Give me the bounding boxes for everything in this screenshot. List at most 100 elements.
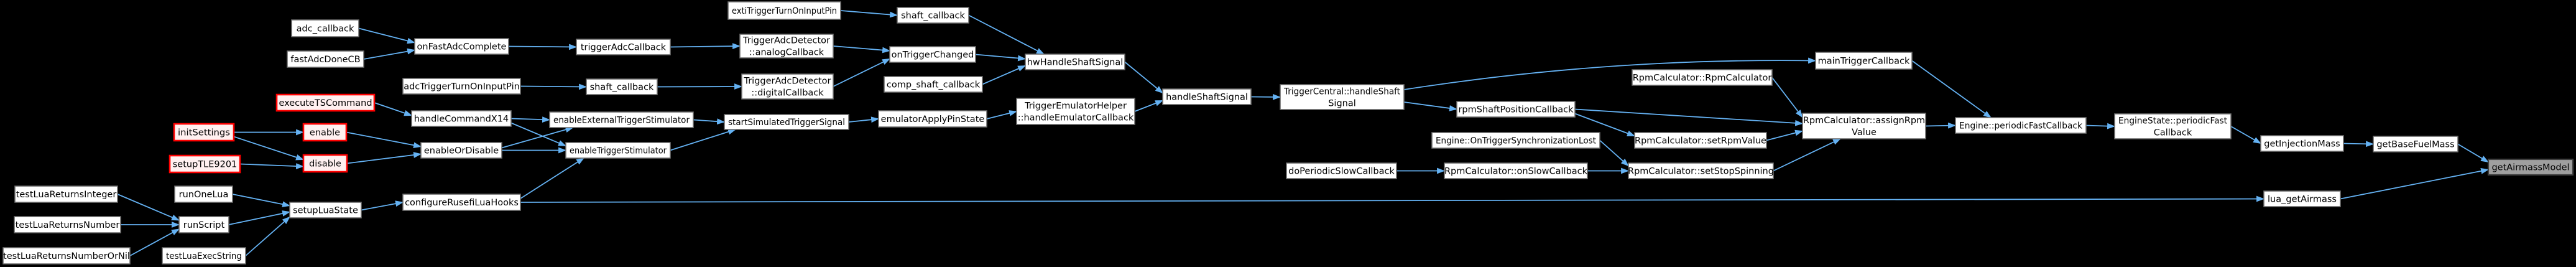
node-box-periodicFastCallback bbox=[1955, 117, 2087, 134]
node-box-digitalCallback bbox=[741, 73, 834, 100]
node-enableExternalTriggerStimulator[interactable]: enableExternalTriggerStimulator bbox=[549, 111, 694, 128]
node-onFastAdcComplete[interactable]: onFastAdcComplete bbox=[414, 38, 509, 55]
node-testLuaReturnsInteger[interactable]: testLuaReturnsInteger bbox=[14, 185, 118, 203]
node-analogCallback[interactable]: TriggerAdcDetector::analogCallback bbox=[739, 34, 834, 59]
node-periodicFastCallback[interactable]: Engine::periodicFastCallback bbox=[1955, 117, 2087, 134]
node-box-testLuaExecString bbox=[162, 247, 246, 265]
edge-setStopSpinning-to-assignRpmValue bbox=[1773, 138, 1841, 172]
node-fastAdcDoneCB[interactable]: fastAdcDoneCB bbox=[287, 50, 364, 68]
node-setRpmValue[interactable]: RpmCalculator::setRpmValue bbox=[1634, 132, 1767, 149]
node-box-adc_callback bbox=[291, 19, 359, 37]
node-box-comp_shaft_callback bbox=[884, 76, 983, 93]
node-box-handleShaftSignal bbox=[1162, 88, 1252, 105]
node-testLuaExecString[interactable]: testLuaExecString bbox=[162, 247, 246, 265]
node-setupTLE9201[interactable]: setupTLE9201 bbox=[169, 154, 241, 174]
node-testLuaReturnsNumberOrNil[interactable]: testLuaReturnsNumberOrNil bbox=[2, 247, 131, 265]
edge-testLuaReturnsNumberOrNil-to-runScript bbox=[129, 228, 180, 256]
node-testLuaReturnsNumber[interactable]: testLuaReturnsNumber bbox=[14, 216, 121, 233]
node-adc_callback[interactable]: adc_callback bbox=[291, 19, 359, 37]
edge-mainTriggerCallback-to-periodicFastCallback bbox=[1911, 60, 1992, 118]
node-box-mainTriggerCallback bbox=[1815, 52, 1913, 70]
node-box-rpmShaftPositionCallback bbox=[1456, 101, 1576, 118]
edge-adc_callback-to-onFastAdcComplete bbox=[358, 27, 416, 44]
node-box-setRpmValue bbox=[1634, 132, 1767, 149]
node-box-assignRpmValue bbox=[1802, 113, 1926, 139]
node-runOneLua[interactable]: runOneLua bbox=[174, 185, 233, 203]
node-box-testLuaReturnsNumber bbox=[14, 216, 121, 233]
edge-executeTSCommand-to-handleCommandX14 bbox=[374, 102, 413, 116]
edge-shaft_callback_1-to-hwHandleShaftSignal bbox=[968, 14, 1045, 55]
node-box-enableOrDisable bbox=[420, 142, 502, 159]
node-emulatorApplyPinState[interactable]: emulatorApplyPinState bbox=[878, 110, 987, 128]
edge-RpmCalculatorCtor-to-assignRpmValue bbox=[1771, 77, 1803, 118]
node-enableTriggerStimulator[interactable]: enableTriggerStimulator bbox=[565, 142, 671, 159]
node-startSimulatedTriggerSignal[interactable]: startSimulatedTriggerSignal bbox=[724, 114, 849, 130]
node-shaft_callback_2[interactable]: shaft_callback bbox=[586, 78, 658, 95]
node-comp_shaft_callback[interactable]: comp_shaft_callback bbox=[884, 76, 983, 93]
node-handleCommandX14[interactable]: handleCommandX14 bbox=[411, 110, 512, 127]
node-box-configureRusefiLuaHooks bbox=[402, 194, 521, 211]
node-box-testLuaReturnsNumberOrNil bbox=[2, 247, 131, 265]
node-OnTriggerSynchronizationLost[interactable]: Engine::OnTriggerSynchronizationLost bbox=[1431, 132, 1600, 149]
node-enable[interactable]: enable bbox=[302, 123, 348, 142]
edge-comp_shaft_callback-to-hwHandleShaftSignal bbox=[982, 65, 1026, 85]
edge-handleShaftSignal-to-TriggerCentral bbox=[1250, 93, 1281, 100]
edge-enable-to-enableOrDisable bbox=[346, 131, 422, 149]
node-doPeriodicSlowCallback[interactable]: doPeriodicSlowCallback bbox=[1286, 162, 1397, 179]
edge-OnTriggerSynchronizationLost-to-setStopSpinning bbox=[1599, 139, 1629, 167]
node-disable[interactable]: disable bbox=[302, 154, 348, 173]
edge-onTriggerChanged-to-hwHandleShaftSignal bbox=[975, 54, 1027, 62]
node-shaft_callback_1[interactable]: shaft_callback bbox=[897, 7, 969, 24]
edge-hwHandleShaftSignal-to-handleShaftSignal bbox=[1124, 61, 1163, 94]
node-lua_getAirmass[interactable]: lua_getAirmass bbox=[2263, 190, 2341, 207]
node-mainTriggerCallback[interactable]: mainTriggerCallback bbox=[1815, 52, 1913, 70]
node-TriggerEmulatorHelper[interactable]: TriggerEmulatorHelper::handleEmulatorCal… bbox=[1016, 98, 1135, 125]
node-box-emulatorApplyPinState bbox=[878, 110, 987, 128]
node-box-OnTriggerSynchronizationLost bbox=[1431, 132, 1600, 149]
edge-getBaseFuelMass-to-getAirmassModel bbox=[2457, 143, 2489, 163]
node-box-setupTLE9201 bbox=[169, 154, 241, 174]
edge-testLuaReturnsInteger-to-runScript bbox=[117, 194, 180, 221]
node-box-doPeriodicSlowCallback bbox=[1286, 162, 1397, 179]
node-enableOrDisable[interactable]: enableOrDisable bbox=[420, 142, 502, 159]
edge-enableExternalTriggerStimulator-to-startSimulatedTriggerSignal bbox=[693, 118, 726, 125]
node-getInjectionMass[interactable]: getInjectionMass bbox=[2260, 135, 2344, 152]
node-setStopSpinning[interactable]: RpmCalculator::setStopSpinning bbox=[1628, 162, 1774, 179]
node-setupLuaState[interactable]: setupLuaState bbox=[289, 202, 362, 218]
edge-handleCommandX14-to-enableTriggerStimulator bbox=[510, 122, 566, 147]
edge-EngineStatePeriodicFast-to-getInjectionMass bbox=[2230, 126, 2261, 144]
edge-configureRusefiLuaHooks-to-enableTriggerStimulator bbox=[520, 157, 584, 199]
node-handleShaftSignal[interactable]: handleShaftSignal bbox=[1162, 88, 1252, 105]
node-hwHandleShaftSignal[interactable]: hwHandleShaftSignal bbox=[1025, 54, 1125, 70]
node-box-TriggerEmulatorHelper bbox=[1016, 98, 1135, 125]
node-adcTriggerTurnOnInputPin[interactable]: adcTriggerTurnOnInputPin bbox=[402, 78, 521, 95]
node-box-onSlowCallback bbox=[1444, 162, 1588, 179]
edge-runOneLua-to-setupLuaState bbox=[232, 194, 291, 207]
node-extiTriggerTurnOnInputPin[interactable]: extiTriggerTurnOnInputPin bbox=[727, 1, 841, 20]
node-rpmShaftPositionCallback[interactable]: rpmShaftPositionCallback bbox=[1456, 101, 1576, 118]
node-box-handleCommandX14 bbox=[411, 110, 512, 127]
edge-enableTriggerStimulator-to-startSimulatedTriggerSignal bbox=[670, 128, 737, 151]
node-digitalCallback[interactable]: TriggerAdcDetector::digitalCallback bbox=[741, 73, 834, 100]
edge-handleCommandX14-to-enableExternalTriggerStimulator bbox=[510, 116, 551, 123]
edge-rpmShaftPositionCallback-to-setRpmValue bbox=[1574, 113, 1636, 137]
edge-triggerAdcCallback-to-analogCallback bbox=[670, 43, 741, 50]
node-triggerAdcCallback[interactable]: triggerAdcCallback bbox=[576, 39, 671, 55]
node-runScript[interactable]: runScript bbox=[178, 216, 229, 233]
node-box-extiTriggerTurnOnInputPin bbox=[727, 1, 841, 20]
node-box-runOneLua bbox=[174, 185, 233, 203]
node-onTriggerChanged[interactable]: onTriggerChanged bbox=[889, 46, 976, 63]
node-getAirmassModel[interactable]: getAirmassModel bbox=[2487, 158, 2574, 176]
node-RpmCalculatorCtor[interactable]: RpmCalculator::RpmCalculator bbox=[1632, 69, 1773, 86]
node-box-enableExternalTriggerStimulator bbox=[549, 111, 694, 128]
node-executeTSCommand[interactable]: executeTSCommand bbox=[275, 93, 376, 112]
node-initSettings[interactable]: initSettings bbox=[173, 123, 235, 142]
node-configureRusefiLuaHooks[interactable]: configureRusefiLuaHooks bbox=[402, 194, 521, 211]
node-getBaseFuelMass[interactable]: getBaseFuelMass bbox=[2373, 136, 2458, 152]
node-onSlowCallback[interactable]: RpmCalculator::onSlowCallback bbox=[1444, 162, 1588, 179]
edge-lua_getAirmass-to-getAirmassModel bbox=[2340, 168, 2490, 200]
